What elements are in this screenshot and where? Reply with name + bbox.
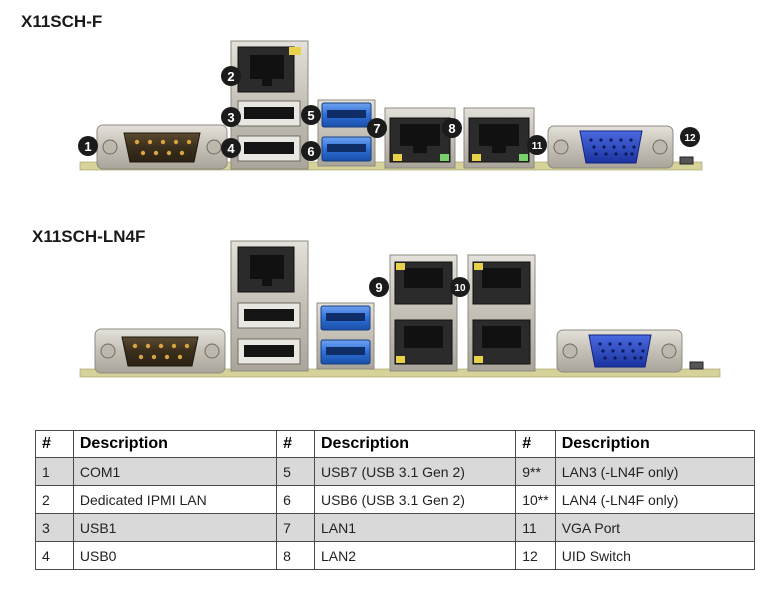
led-icon xyxy=(393,154,402,161)
table-row: 3 USB1 7 LAN1 11 VGA Port xyxy=(35,513,756,542)
led-icon xyxy=(472,154,481,161)
col-header-number: # xyxy=(276,430,315,458)
cell-number: 12 xyxy=(515,541,556,570)
svg-text:4: 4 xyxy=(227,141,235,156)
com1-serial-port xyxy=(96,124,228,170)
callout-1: 1 xyxy=(78,136,98,156)
ipmi-usb-stack xyxy=(230,40,309,170)
lan-stack-a xyxy=(389,254,458,372)
uid-switch xyxy=(679,156,694,165)
io-panel-diagrams: 1 2 3 4 5 6 7 8 11 12 xyxy=(78,40,721,378)
lan-stack-b xyxy=(467,254,536,372)
callout-12: 12 xyxy=(680,127,700,147)
cell-description: VGA Port xyxy=(554,513,756,542)
vga-port xyxy=(547,125,674,169)
cell-description: USB1 xyxy=(72,513,278,542)
led-icon xyxy=(474,263,483,270)
lan1-port xyxy=(384,107,456,169)
cell-number: 6 xyxy=(276,485,315,514)
cell-description: UID Switch xyxy=(554,541,756,570)
svg-text:1: 1 xyxy=(84,139,91,154)
svg-text:3: 3 xyxy=(227,110,234,125)
callout-11: 11 xyxy=(527,135,547,155)
cell-number: 8 xyxy=(276,541,315,570)
cell-number: 4 xyxy=(35,541,74,570)
vga-port-ln4f xyxy=(556,329,683,373)
led-icon xyxy=(474,356,483,363)
cell-description: USB0 xyxy=(72,541,278,570)
cell-description: LAN3 (-LN4F only) xyxy=(554,457,756,486)
callout-7: 7 xyxy=(367,118,387,138)
col-header-description: Description xyxy=(72,430,278,458)
cell-number: 2 xyxy=(35,485,74,514)
col-header-description: Description xyxy=(313,430,517,458)
cell-number: 10** xyxy=(515,485,556,514)
cell-description: USB6 (USB 3.1 Gen 2) xyxy=(313,485,517,514)
cell-description: LAN1 xyxy=(313,513,517,542)
led-icon xyxy=(396,356,405,363)
led-icon xyxy=(519,154,528,161)
svg-text:5: 5 xyxy=(307,108,314,123)
callout-3: 3 xyxy=(221,107,241,127)
col-header-number: # xyxy=(515,430,556,458)
svg-text:12: 12 xyxy=(684,133,696,144)
svg-text:7: 7 xyxy=(373,121,380,136)
com1-serial-port-ln4f xyxy=(94,328,226,374)
table-row: 4 USB0 8 LAN2 12 UID Switch xyxy=(35,541,756,570)
cell-description: USB7 (USB 3.1 Gen 2) xyxy=(313,457,517,486)
callout-9: 9 xyxy=(369,277,389,297)
col-header-description: Description xyxy=(554,430,756,458)
cell-description: LAN2 xyxy=(313,541,517,570)
top-board: 1 2 3 4 5 6 7 8 11 12 xyxy=(78,40,703,171)
svg-text:11: 11 xyxy=(532,141,543,152)
table-row: 1 COM1 5 USB7 (USB 3.1 Gen 2) 9** LAN3 (… xyxy=(35,457,756,486)
svg-text:10: 10 xyxy=(454,283,466,294)
svg-text:6: 6 xyxy=(307,144,314,159)
uid-switch-ln4f xyxy=(689,361,704,370)
cell-number: 11 xyxy=(515,513,556,542)
bottom-board: 9 10 xyxy=(79,240,721,378)
svg-text:9: 9 xyxy=(375,280,382,295)
callout-5: 5 xyxy=(301,105,321,125)
table-row: 2 Dedicated IPMI LAN 6 USB6 (USB 3.1 Gen… xyxy=(35,485,756,514)
cell-description: LAN4 (-LN4F only) xyxy=(554,485,756,514)
led-icon xyxy=(396,263,405,270)
callout-8: 8 xyxy=(442,118,462,138)
callout-4: 4 xyxy=(221,138,241,158)
top-board-title: X11SCH-F xyxy=(21,12,103,31)
callout-2: 2 xyxy=(221,66,241,86)
cell-number: 9** xyxy=(515,457,556,486)
cell-number: 1 xyxy=(35,457,74,486)
svg-text:2: 2 xyxy=(227,69,234,84)
led-icon xyxy=(440,154,449,161)
cell-number: 3 xyxy=(35,513,74,542)
ipmi-usb-stack-ln4f xyxy=(230,240,309,372)
lan2-port xyxy=(463,107,535,169)
led-icon xyxy=(289,47,301,55)
legend-header-row: # Description # Description # Descriptio… xyxy=(35,430,756,458)
bottom-board-title: X11SCH-LN4F xyxy=(32,227,146,246)
cell-number: 5 xyxy=(276,457,315,486)
usb31-stack-ln4f xyxy=(316,302,375,370)
callout-6: 6 xyxy=(301,141,321,161)
cell-number: 7 xyxy=(276,513,315,542)
port-legend-table: # Description # Description # Descriptio… xyxy=(35,430,756,570)
callout-10: 10 xyxy=(450,277,470,297)
cell-description: Dedicated IPMI LAN xyxy=(72,485,278,514)
svg-text:8: 8 xyxy=(448,121,455,136)
col-header-number: # xyxy=(35,430,74,458)
cell-description: COM1 xyxy=(72,457,278,486)
usb31-stack xyxy=(317,99,376,167)
